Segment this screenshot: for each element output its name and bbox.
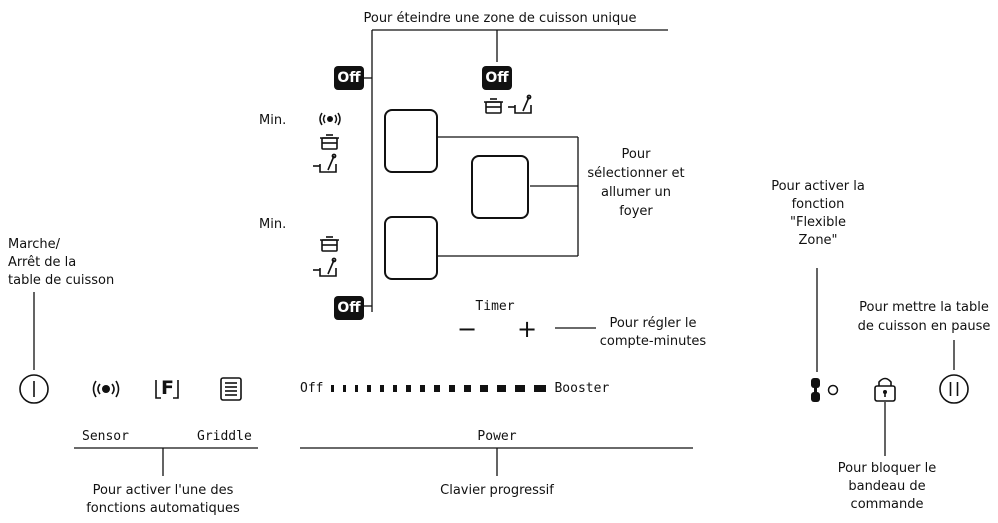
select-zone-label-3: allumer un [600,185,672,200]
pan-spatula-icon [508,94,532,114]
power-level-segment[interactable] [367,385,372,392]
auto-functions-label-2: fonctions automatiques [86,501,240,516]
power-level-segment[interactable] [515,385,526,392]
flex-label-2: fonction [791,197,845,212]
timer-plus-button[interactable]: + [517,315,538,343]
select-zone-label-1: Pour [621,147,651,162]
pause-icon[interactable] [938,373,970,405]
onoff-label-1: Marche/ [8,237,61,252]
lock-label-3: commande [850,497,924,512]
zone-middle-right[interactable] [471,155,529,219]
zone-top-left[interactable] [384,109,438,173]
pot-icon [320,134,339,150]
select-zone-label-4: foyer [619,204,653,219]
flex-label-4: Zone" [798,233,838,248]
flex-label-3: "Flexible [789,215,847,230]
power-level-segment[interactable] [464,385,472,392]
auto-functions-label-1: Pour activer l'une des [92,483,234,498]
select-zone-label-2: sélectionner et [587,166,685,181]
power-level-segment[interactable] [355,385,359,392]
onoff-label-3: table de cuisson [8,273,115,288]
power-level-segment[interactable] [406,385,412,392]
power-level-segment[interactable] [480,385,489,392]
lock-label-1: Pour bloquer le [837,461,937,476]
pause-label-1: Pour mettre la table [859,300,989,315]
power-icon[interactable] [18,373,50,405]
griddle-icon[interactable] [219,376,243,402]
off-single-zone-label: Pour éteindre une zone de cuisson unique [363,11,637,26]
power-level-segment[interactable] [497,385,507,392]
off-button-top-left[interactable]: Off [334,66,364,90]
timer-desc-1: Pour régler le [609,316,697,331]
sensor-wave-icon[interactable] [89,378,123,400]
timer-label: Timer [475,299,515,314]
pot-icon [320,236,339,252]
min-label-bottom: Min. [259,217,287,232]
slider-segments[interactable] [331,385,547,392]
pot-icon [484,98,503,114]
off-button-top-center[interactable]: Off [482,66,512,90]
pan-spatula-icon [313,153,337,173]
f-function-label: F [161,377,174,399]
power-level-segment[interactable] [434,385,441,392]
power-level-segment[interactable] [449,385,456,392]
power-level-segment[interactable] [380,385,385,392]
onoff-label-2: Arrêt de la [8,255,77,270]
lock-label-2: bandeau de [848,479,926,494]
power-slider[interactable]: Off Booster [300,381,609,396]
f-function-icon[interactable]: F [153,376,181,402]
power-level-segment[interactable] [534,385,547,392]
timer-minus-button[interactable]: − [457,315,478,343]
pause-label-2: de cuisson en pause [857,319,991,334]
power-level-segment[interactable] [420,385,426,392]
sensor-label: Sensor [82,429,129,444]
sensor-wave-icon [319,112,341,126]
clavier-label: Clavier progressif [440,483,554,498]
power-level-segment[interactable] [393,385,398,392]
off-button-bottom-left[interactable]: Off [334,296,364,320]
power-level-segment[interactable] [343,385,347,392]
griddle-label: Griddle [197,429,252,444]
lock-icon[interactable] [873,375,897,403]
power-label: Power [477,429,517,444]
slider-booster-label: Booster [554,381,610,396]
min-label-top: Min. [259,113,287,128]
timer-desc-2: compte-minutes [599,334,707,349]
slider-off-label: Off [300,381,324,396]
flex-label-1: Pour activer la [771,179,865,194]
zone-bottom-left[interactable] [384,216,438,280]
power-level-segment[interactable] [331,385,335,392]
pan-spatula-icon [313,257,337,277]
flexible-zone-icon[interactable] [808,376,842,404]
